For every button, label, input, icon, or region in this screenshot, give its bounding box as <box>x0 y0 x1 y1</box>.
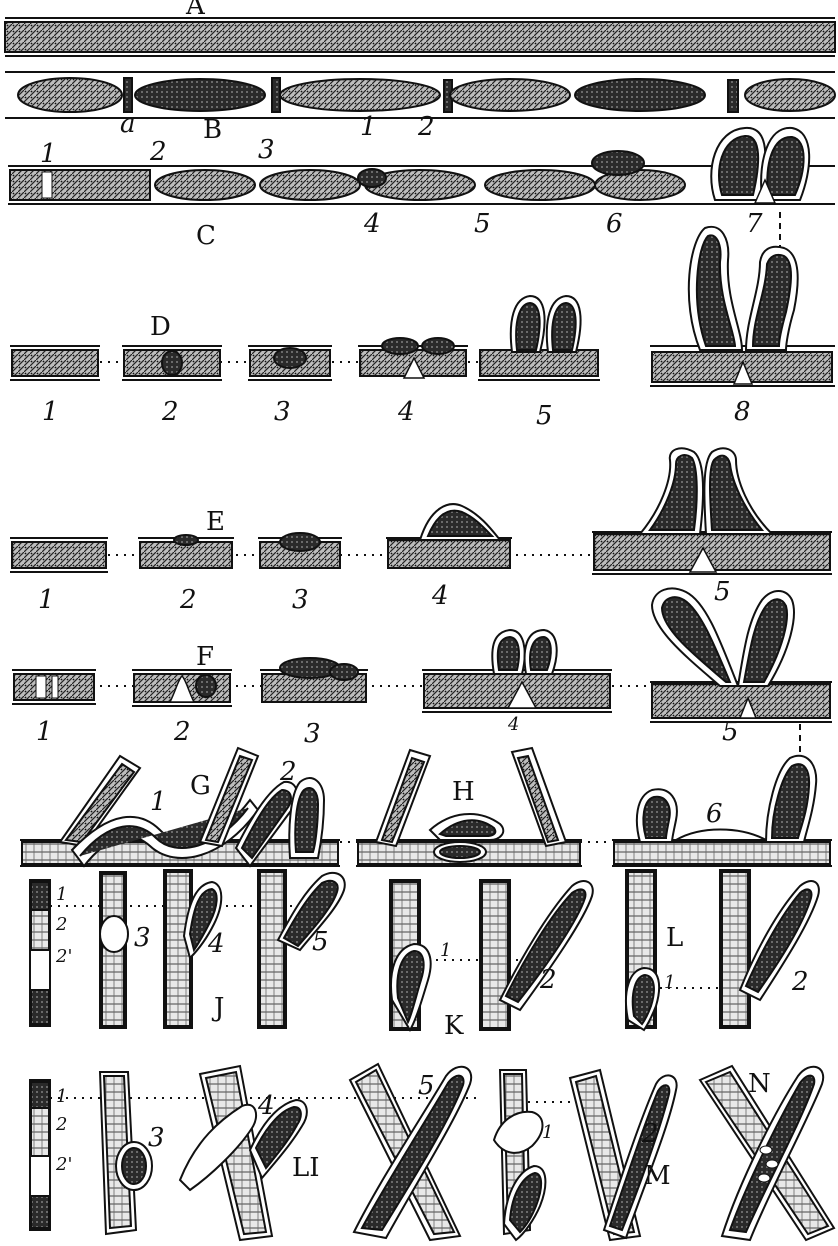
label-J-scale-2: 2 <box>55 914 67 935</box>
label-F-5: 5 <box>722 717 739 747</box>
label-B-1: 1 <box>360 112 377 142</box>
label-F-2: 2 <box>173 717 191 747</box>
label-G-1: 1 <box>150 787 167 817</box>
label-N: N <box>748 1069 771 1099</box>
label-LI-scale-1: 1 <box>56 1086 67 1107</box>
label-K-1: 1 <box>440 940 451 961</box>
label-E-5: 5 <box>714 577 731 607</box>
label-D: D <box>150 312 171 342</box>
label-C-3: 3 <box>258 135 275 165</box>
label-C-7: 7 <box>746 209 763 239</box>
label-LI-scale-2: 2 <box>55 1114 67 1135</box>
row-F-series: F 1 2 3 4 5 <box>12 588 832 760</box>
label-J-3: 3 <box>134 923 151 953</box>
label-K: K <box>444 1011 464 1041</box>
label-F-3: 3 <box>304 719 321 749</box>
label-M: M <box>644 1161 671 1191</box>
label-D-8: 8 <box>734 397 751 427</box>
label-G: G <box>190 771 211 801</box>
row-B-chromosome: a B 1 2 <box>5 72 835 145</box>
row-J-K-L: 1 2 2' 3 4 5 J 1 2 K <box>30 870 819 1041</box>
label-M-2: 2 <box>641 1119 659 1149</box>
label-C-1: 1 <box>40 139 57 169</box>
label-A: A <box>185 0 206 21</box>
label-L: L <box>666 923 683 953</box>
label-LI-4: 4 <box>257 1091 275 1121</box>
row-LI-M-N: 1 2 2' 3 4 LI 5 1 2 M <box>30 1064 834 1240</box>
label-C-6: 6 <box>606 209 623 239</box>
label-J-5: 5 <box>312 927 329 957</box>
label-F-1: 1 <box>36 717 53 747</box>
label-E-4: 4 <box>431 581 449 611</box>
label-6: 6 <box>706 799 723 829</box>
label-E-3: 3 <box>292 585 309 615</box>
label-B: B <box>203 115 222 145</box>
label-D-3: 3 <box>274 397 291 427</box>
label-J-scale-1: 1 <box>56 884 67 905</box>
label-C-2: 2 <box>149 137 167 167</box>
label-D-1: 1 <box>42 397 59 427</box>
label-C-5: 5 <box>474 209 491 239</box>
label-LI-5: 5 <box>418 1071 435 1101</box>
label-B-2: 2 <box>417 112 435 142</box>
label-F: F <box>196 642 214 672</box>
row-E-series: E 1 2 3 4 5 <box>10 448 832 615</box>
label-E-1: 1 <box>38 585 55 615</box>
label-F-4: 4 <box>507 714 519 735</box>
label-J-4: 4 <box>207 929 225 959</box>
label-a: a <box>120 109 136 139</box>
label-L-1: 1 <box>664 972 675 993</box>
label-C-4: 4 <box>363 209 381 239</box>
row-D-series: D 1 2 3 4 5 8 <box>10 227 835 431</box>
label-K-2: 2 <box>539 965 557 995</box>
label-G-2: 2 <box>279 757 297 787</box>
label-E: E <box>206 507 225 537</box>
label-C: C <box>196 221 216 251</box>
label-J: J <box>211 993 224 1023</box>
label-D-4: 4 <box>397 397 415 427</box>
row-G-H-6: 1 G 2 H 6 <box>20 748 832 866</box>
label-H: H <box>452 777 475 807</box>
label-LI-3: 3 <box>148 1123 165 1153</box>
row-A-chromosome: A <box>5 0 835 56</box>
label-L-2: 2 <box>791 967 809 997</box>
label-LI-scale-2p: 2' <box>55 1154 72 1175</box>
label-D-5: 5 <box>536 401 553 431</box>
label-J-scale-2p: 2' <box>55 946 72 967</box>
label-D-2: 2 <box>161 397 179 427</box>
label-M-1: 1 <box>542 1122 553 1143</box>
label-E-2: 2 <box>179 585 197 615</box>
label-LI: LI <box>292 1153 320 1183</box>
